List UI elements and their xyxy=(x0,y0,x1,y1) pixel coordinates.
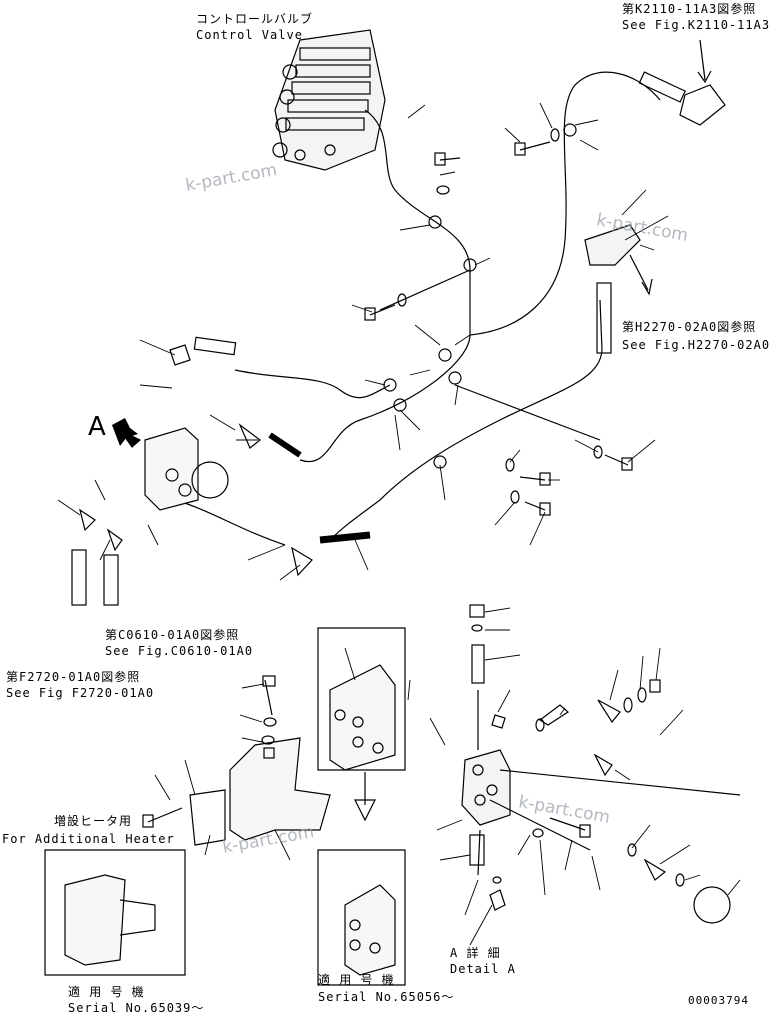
figure-number: 00003794 xyxy=(688,994,749,1007)
detail-a-valve xyxy=(461,604,741,924)
heater-label-en: For Additional Heater xyxy=(2,832,175,846)
bracket-bottom xyxy=(344,884,396,976)
valve-block-h2270 xyxy=(584,224,653,354)
connector-k2110 xyxy=(638,39,726,126)
ref-h2270-jp: 第H2270-02A0図参照 xyxy=(622,320,757,334)
detail-a-label-jp: A 詳 細 xyxy=(450,946,501,960)
down-arrow xyxy=(354,772,376,822)
detail-box-bottom xyxy=(317,849,406,986)
hose-lower xyxy=(174,499,286,546)
heater-label-jp: 増設ヒータ用 xyxy=(54,814,133,828)
serial-label-en-1: Serial No.65039～ xyxy=(68,1001,205,1015)
control-valve-label-jp: コントロールバルブ xyxy=(196,12,314,26)
hose-upper-right xyxy=(469,71,661,336)
serial-label-jp-1: 適 用 号 機 xyxy=(68,985,145,999)
serial-label-jp-2: 適 用 号 機 xyxy=(318,973,395,987)
leader-lines xyxy=(57,102,741,946)
control-valve xyxy=(272,29,386,171)
bolts xyxy=(364,128,633,516)
ref-c0610-en: See Fig.C0610-01A0 xyxy=(105,644,254,658)
ref-f2720-en: See Fig F2720-01A0 xyxy=(6,686,155,700)
control-valve-label-en: Control Valve xyxy=(196,28,303,42)
manifold-left xyxy=(71,336,371,606)
view-arrow-a xyxy=(112,418,138,446)
heater-bracket xyxy=(142,675,331,846)
bracket-top xyxy=(329,664,396,771)
ref-k2110-jp: 第K2110-11A3図参照 xyxy=(622,2,757,16)
detail-box-top xyxy=(317,627,406,771)
ref-k2110-en: See Fig.K2110-11A3 xyxy=(622,18,771,32)
heater-inset-bracket xyxy=(64,874,156,966)
detail-a-label-en: Detail A xyxy=(450,962,516,976)
ref-f2720-jp: 第F2720-01A0図参照 xyxy=(6,670,141,684)
view-marker: A xyxy=(88,412,106,442)
heater-inset-box xyxy=(44,849,186,976)
hose-right-down xyxy=(329,299,603,541)
hose-to-elbow xyxy=(454,384,601,441)
hose-bolt-line xyxy=(379,269,471,311)
serial-label-en-2: Serial No.65056～ xyxy=(318,990,455,1004)
ref-h2270-en: See Fig.H2270-02A0 xyxy=(622,338,771,352)
ref-c0610-jp: 第C0610-01A0図参照 xyxy=(105,628,240,642)
hose-left-top xyxy=(234,369,391,399)
